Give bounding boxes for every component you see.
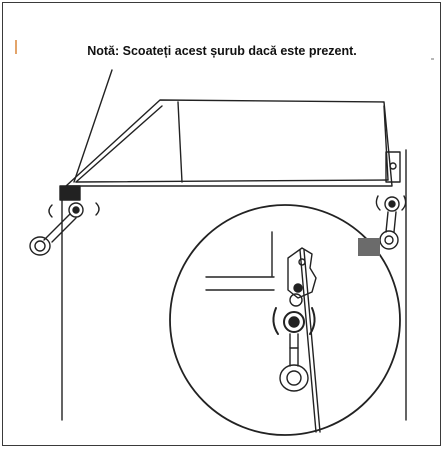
left-rotation-arrow-l — [48, 204, 53, 218]
instruction-note: Notă: Scoateți acest șurub dacă este pre… — [87, 44, 357, 58]
right-screw — [384, 196, 400, 212]
magnified-screw — [283, 311, 305, 333]
left-screw — [68, 202, 84, 218]
top-frame — [65, 99, 393, 187]
top-frame-inner-front — [75, 179, 389, 183]
orange-tick-mark — [15, 40, 17, 54]
gray-dot-mark — [431, 58, 434, 60]
left-rotation-arrow-r — [95, 202, 100, 216]
left-knob — [29, 236, 51, 256]
right-knob — [379, 230, 399, 250]
top-frame-inner-left — [75, 105, 163, 183]
inner-back-vertical — [177, 101, 183, 183]
left-hinge-block — [59, 185, 81, 201]
magnifier-circle — [169, 204, 401, 436]
top-frame-inner-right — [383, 105, 389, 181]
right-hinge-block — [385, 151, 401, 183]
leader-line — [73, 69, 113, 183]
magnified-knob — [279, 364, 309, 392]
magnified-bracket — [287, 247, 317, 299]
